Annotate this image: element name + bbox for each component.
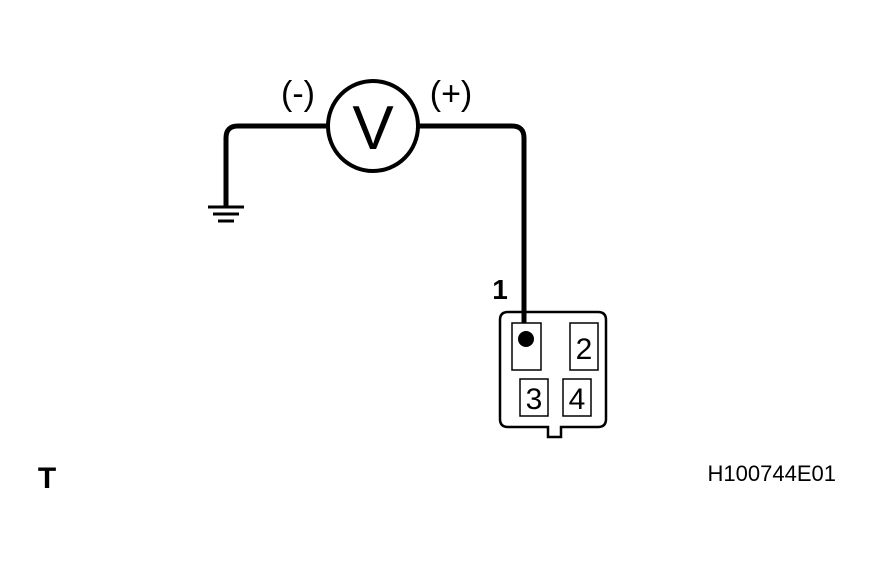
positive-lead-wire xyxy=(418,123,527,338)
connector-pin-4 xyxy=(562,378,592,417)
ground-icon xyxy=(208,205,244,223)
positive-terminal-label: (+) xyxy=(430,75,473,113)
voltmeter-symbol: V xyxy=(352,94,394,163)
connector-pin-3 xyxy=(519,378,549,417)
connector-pin-3-label: 3 xyxy=(526,383,543,416)
connector: 2 3 4 xyxy=(498,310,608,439)
figure-id: H100744E01 xyxy=(708,461,836,486)
voltmeter: V xyxy=(326,79,420,173)
connector-pin-2 xyxy=(569,322,599,371)
connector-pin-4-label: 4 xyxy=(569,383,586,416)
connector-pin-2-label: 2 xyxy=(576,333,593,366)
view-label: T xyxy=(38,462,56,495)
probe-pin-label: 1 xyxy=(492,274,508,305)
probe-contact-point xyxy=(518,331,534,347)
negative-terminal-label: (-) xyxy=(281,75,315,113)
ground-lead-wire xyxy=(223,123,328,206)
voltmeter-body xyxy=(326,79,420,173)
connector-housing xyxy=(498,310,608,439)
